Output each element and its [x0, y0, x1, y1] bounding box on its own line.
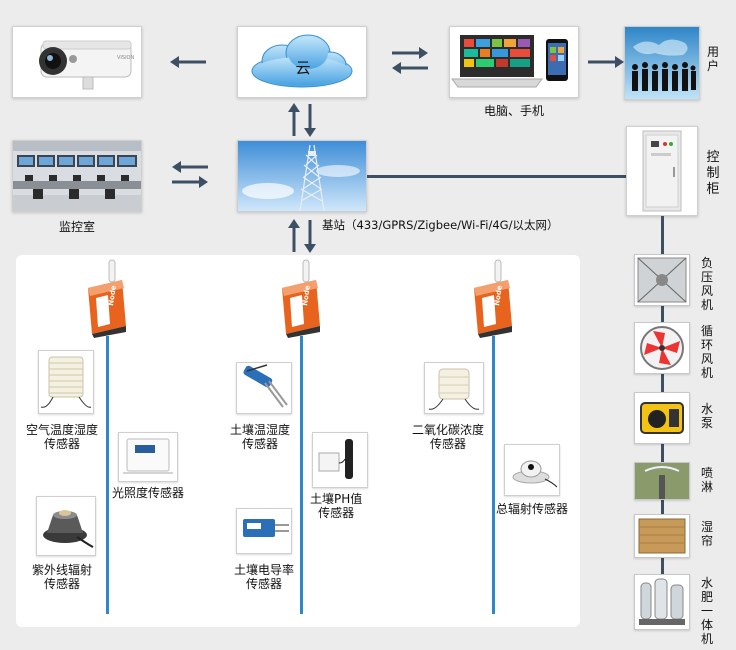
sprinkler-device	[634, 462, 690, 500]
total-radiation-label: 总辐射传感器	[496, 502, 569, 516]
wet-curtain-icon	[638, 518, 686, 554]
uv-sensor-label: 紫外线辐射 传感器	[32, 563, 93, 591]
co2-sensor	[424, 362, 484, 414]
monitor-room-icon	[13, 141, 141, 211]
sensor-bus-2	[300, 336, 303, 614]
sensor-bus-3	[492, 336, 495, 614]
base-station-label: 基站（433/GPRS/Zigbee/Wi-Fi/4G/以太网）	[322, 218, 559, 232]
svg-text:Node: Node	[301, 285, 312, 307]
wet-curtain-device	[634, 514, 690, 558]
cloud-label: 云	[295, 59, 311, 77]
light-sensor-box-icon	[123, 438, 173, 474]
node-gateway-2: Node	[282, 259, 320, 338]
cloud-icon	[251, 34, 353, 88]
soil-conductivity-sensor	[236, 508, 292, 554]
control-cabinet-icon	[642, 130, 682, 212]
soil-conductivity-label: 土壤电导率 传感器	[234, 563, 295, 591]
water-pump-label: 水泵	[700, 402, 713, 430]
co2-label: 二氧化碳浓度 传感器	[412, 423, 485, 451]
node-gateway-1: Node	[88, 259, 126, 338]
water-pump-device	[634, 392, 690, 444]
double-arrow-base-nodes	[288, 219, 316, 253]
security-camera-icon: VISION	[39, 40, 134, 90]
monitor-room-card	[12, 140, 142, 212]
laptop-phone-icon	[451, 35, 568, 88]
exhaust-fan-device	[634, 254, 690, 306]
water-pump-icon	[640, 402, 684, 434]
total-radiation-sensor	[504, 444, 560, 496]
node-gateway-3: Node	[474, 259, 512, 338]
monitor-room-label: 监控室	[58, 220, 95, 234]
sensor-bus-1	[106, 336, 109, 614]
soil-probe-icon	[243, 364, 288, 408]
louvered-shield-icon	[40, 356, 92, 408]
sprinkler-icon	[635, 463, 689, 499]
soil-ph-probe-icon	[318, 439, 353, 479]
uv-sensor-icon	[43, 510, 94, 548]
fertigation-label: 水肥一体机	[700, 576, 713, 646]
uv-sensor	[36, 496, 96, 556]
wet-curtain-label: 湿帘	[700, 520, 713, 548]
fertigation-device	[634, 574, 690, 630]
pc-phone-label: 电脑、手机	[483, 104, 544, 118]
sprinkler-label: 喷淋	[700, 466, 713, 494]
soil-temp-humidity-sensor	[236, 362, 292, 414]
circulation-fan-icon	[640, 326, 684, 370]
light-sensor	[118, 432, 178, 482]
control-cabinet-card	[626, 126, 698, 216]
air-temp-humidity-label: 空气温度湿度 传感器	[26, 423, 99, 451]
exhaust-fan-icon	[637, 257, 687, 303]
radiation-sensor-icon	[512, 460, 558, 488]
users-icon	[625, 27, 699, 99]
exhaust-fan-label: 负压风机	[700, 256, 713, 312]
soil-ph-sensor	[312, 432, 368, 488]
double-arrow-monitor-base	[172, 161, 208, 188]
user-card	[624, 26, 700, 100]
arrow-to-user	[588, 56, 624, 68]
soil-temp-humidity-label: 土壤温湿度 传感器	[230, 423, 291, 451]
fertigation-machine-icon	[639, 578, 685, 625]
control-cabinet-label: 控制柜	[706, 150, 720, 197]
camera-card: VISION	[12, 26, 142, 98]
user-label: 用户	[706, 45, 719, 73]
co2-shield-icon	[428, 368, 480, 410]
svg-text:Node: Node	[493, 285, 504, 307]
base-station-card	[237, 140, 367, 212]
line-base-to-cabinet	[367, 175, 626, 178]
base-station-tower-icon	[238, 141, 366, 212]
air-temp-humidity-sensor	[38, 350, 94, 414]
double-arrow-cloud-pc	[392, 47, 428, 74]
svg-text:VISION: VISION	[117, 55, 134, 61]
double-arrow-cloud-base	[288, 103, 316, 137]
cloud-card: 云	[237, 26, 367, 98]
light-sensor-label: 光照度传感器	[112, 486, 185, 500]
circulation-fan-device	[634, 322, 690, 374]
pc-phone-card	[449, 26, 579, 98]
arrow-to-camera	[170, 56, 206, 68]
conductivity-probe-icon	[243, 519, 289, 537]
soil-ph-label: 土壤PH值 传感器	[310, 492, 363, 520]
circulation-fan-label: 循环风机	[700, 324, 713, 380]
svg-text:Node: Node	[107, 285, 118, 307]
